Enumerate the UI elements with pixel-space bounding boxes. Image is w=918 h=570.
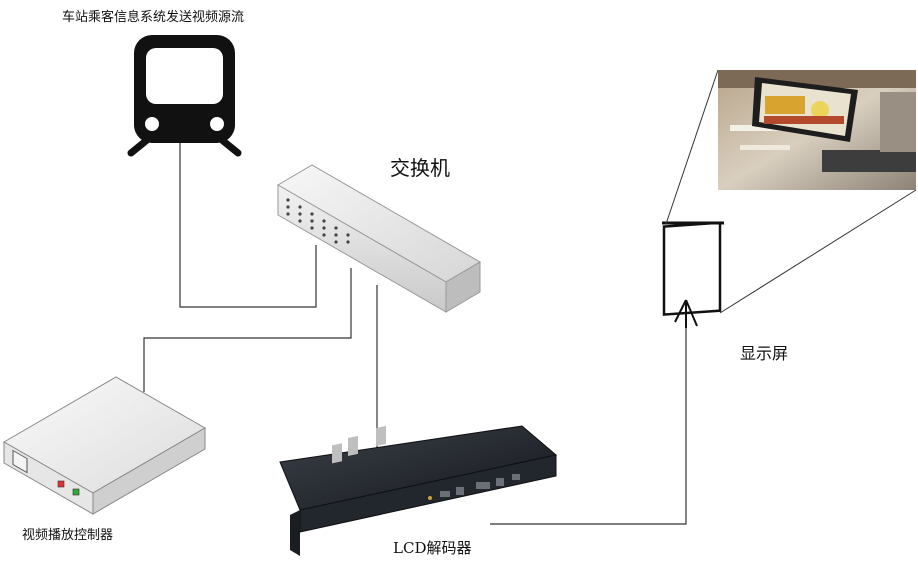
switch-label: 交换机 — [390, 156, 450, 180]
train-icon — [127, 35, 242, 157]
switch-device — [277, 164, 481, 313]
video-source-label: 车站乘客信息系统发送视频源流 — [62, 10, 245, 25]
video-player-device — [2, 376, 207, 515]
line-decoder-to-display — [490, 320, 687, 525]
lcd-decoder-device — [279, 425, 558, 556]
display-screen-device — [662, 221, 724, 328]
line-train-to-switch — [179, 140, 317, 308]
connection-lines — [143, 140, 687, 525]
lcd-decoder-label: LCD解码器 — [393, 539, 472, 557]
display-label: 显示屏 — [740, 344, 789, 363]
projection-lines — [665, 69, 917, 314]
video-player-label: 视频播放控制器 — [22, 528, 114, 543]
station-photo — [718, 70, 916, 190]
line-player-to-switch — [143, 268, 352, 392]
